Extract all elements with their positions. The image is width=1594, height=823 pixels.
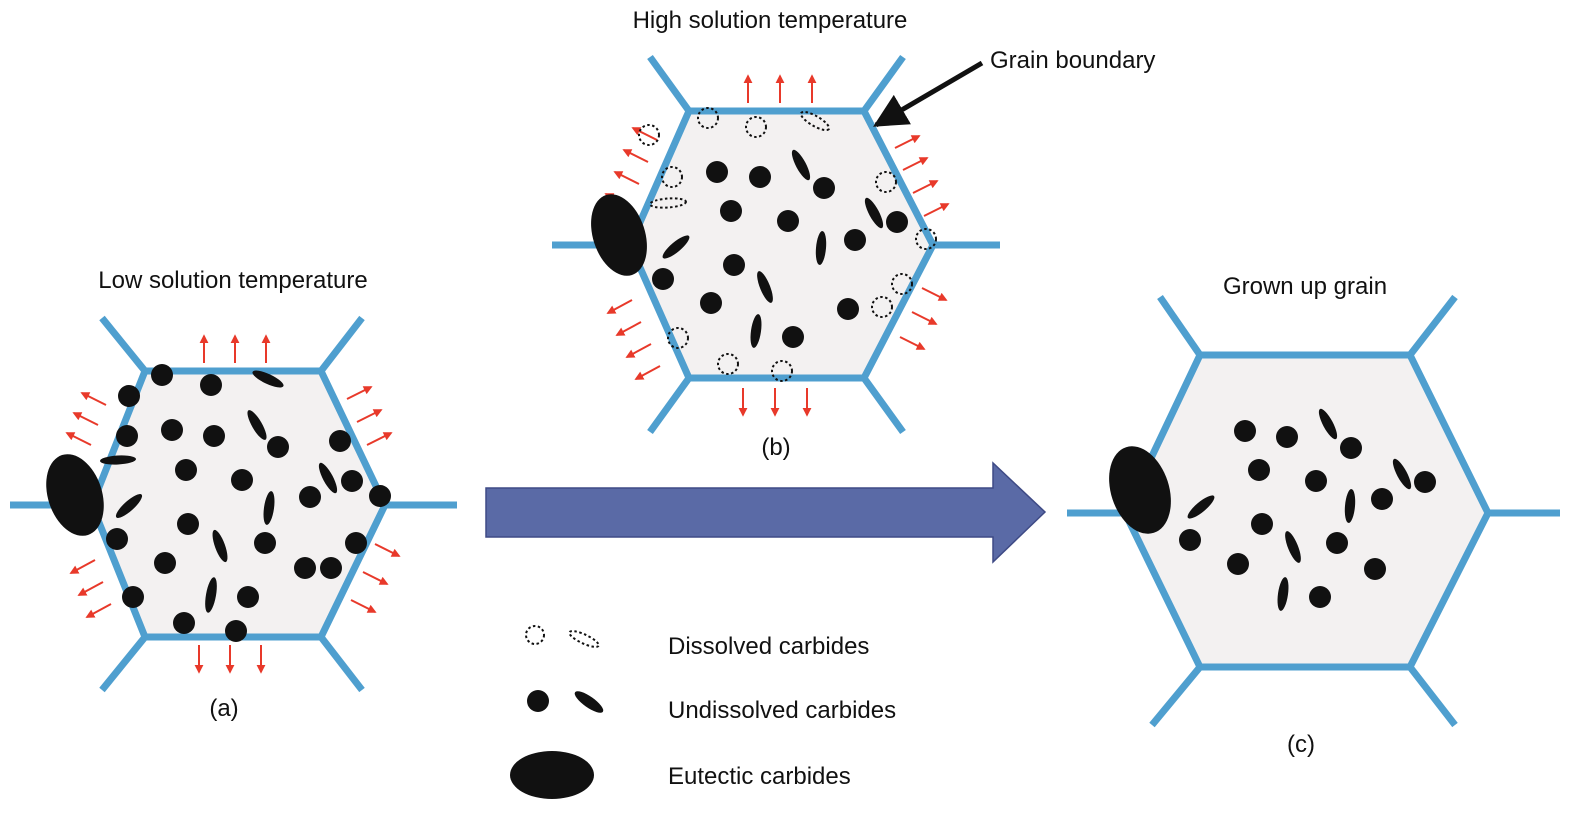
grain-c — [1067, 294, 1560, 728]
grain-b — [552, 54, 1000, 435]
legend-undissolved-label: Undissolved carbides — [668, 697, 896, 724]
grown-grain-title: Grown up grain — [1223, 273, 1387, 300]
process-arrow — [485, 461, 1047, 564]
legend-dissolved-label: Dissolved carbides — [668, 633, 869, 660]
grain-b-boundary-branches — [552, 54, 1000, 435]
grain-b-dissolved-carbides — [638, 107, 937, 382]
legend-undissolved-symbol — [527, 690, 604, 713]
legend-eutectic-symbol — [510, 751, 594, 799]
grain-b-undissolved-carbides — [652, 149, 908, 348]
grain-a — [10, 315, 457, 693]
grain-boundary-pointer-arrow — [873, 60, 984, 128]
grain-a-undissolved-carbides — [100, 364, 391, 642]
grain-c-boundary — [1121, 351, 1492, 671]
grain-boundary-label: Grain boundary — [990, 47, 1155, 74]
panel-c-label: (c) — [1287, 731, 1315, 758]
legend — [510, 625, 604, 799]
legend-eutectic-label: Eutectic carbides — [668, 763, 851, 790]
legend-dissolved-symbol — [525, 625, 600, 648]
low-temperature-title: Low solution temperature — [98, 267, 367, 294]
panel-a-label: (a) — [209, 695, 238, 722]
grain-c-eutectic-carbide — [1109, 446, 1171, 534]
high-temperature-title: High solution temperature — [633, 7, 908, 34]
grain-b-diffusion-arrows — [604, 74, 950, 417]
grain-a-diffusion-arrows — [65, 334, 401, 674]
panel-b-label: (b) — [761, 434, 790, 461]
grain-a-eutectic-carbide — [46, 454, 104, 536]
grain-c-undissolved-carbides — [1179, 408, 1436, 611]
grain-b-eutectic-carbide — [591, 194, 647, 276]
grain-c-boundary-branches — [1067, 294, 1560, 728]
